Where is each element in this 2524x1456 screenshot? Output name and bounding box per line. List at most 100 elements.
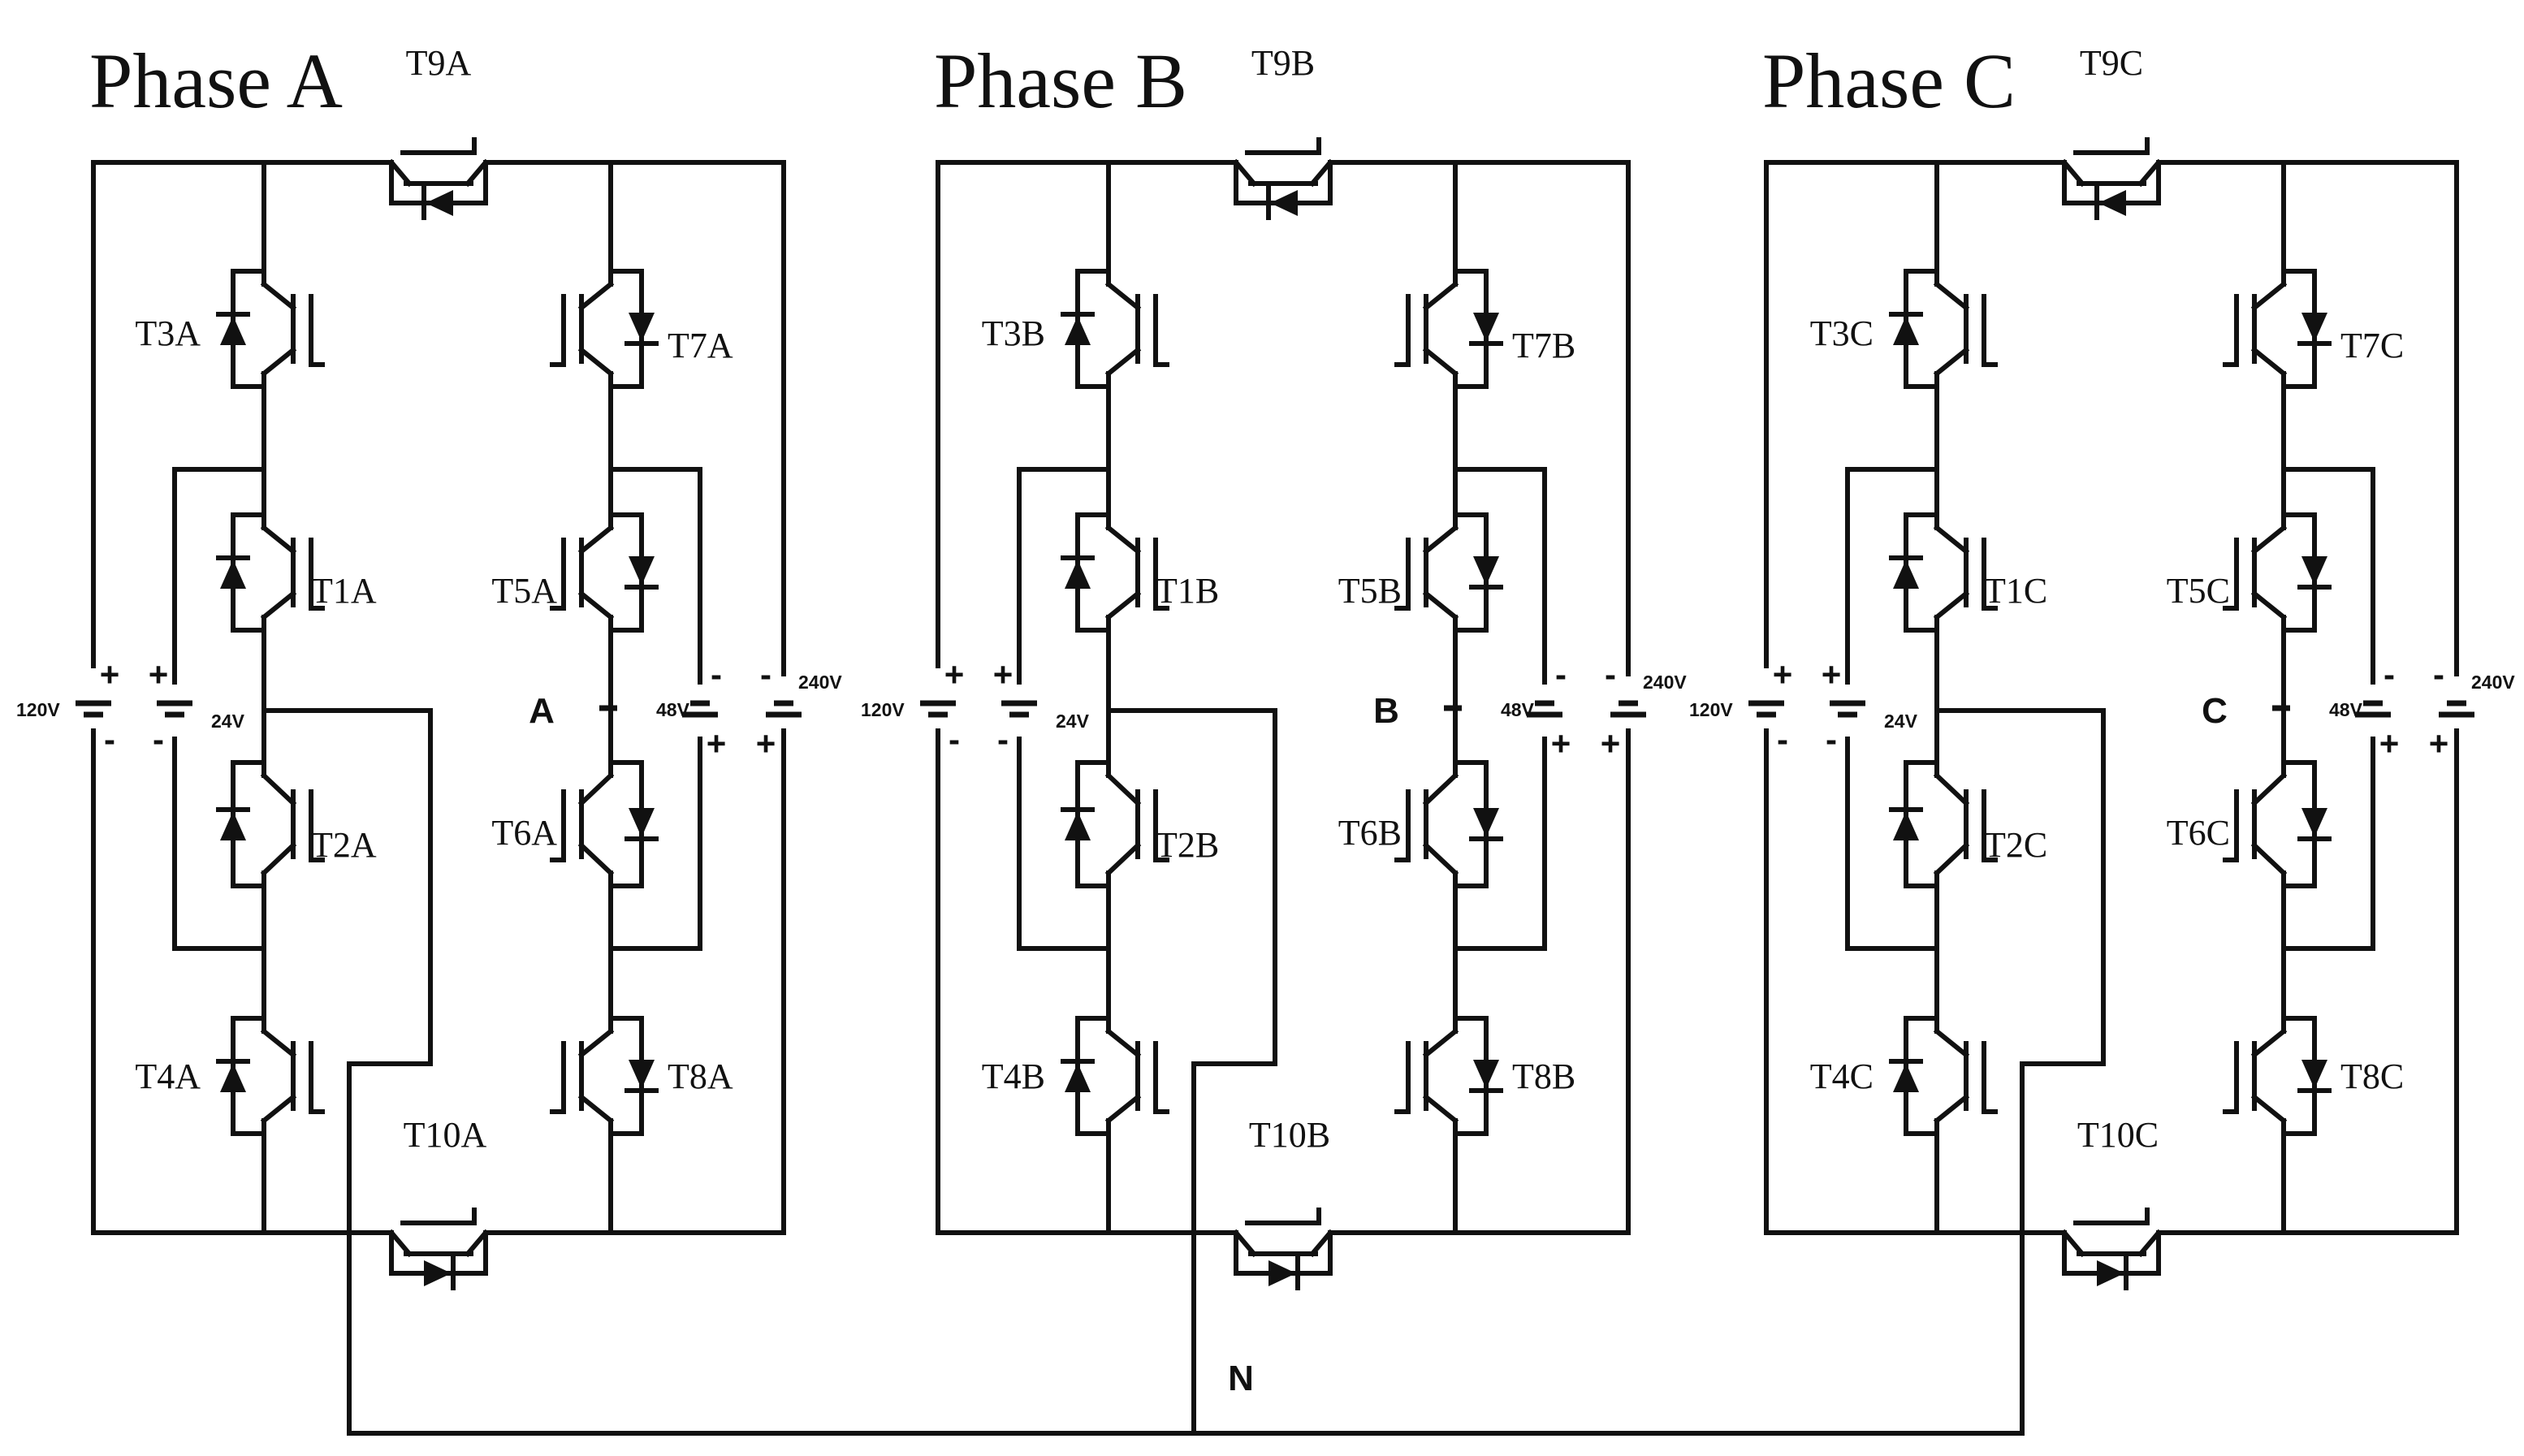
- switch-t5: [550, 501, 659, 644]
- label-t5: T5C: [2167, 571, 2230, 611]
- label-t1: T1C: [1984, 571, 2047, 611]
- emitter-lead: [1933, 841, 1970, 877]
- emitter-lead: [2137, 158, 2163, 188]
- emitter-lead: [1104, 841, 1142, 877]
- emitter-lead: [1308, 1229, 1334, 1258]
- inner-left-loop: [172, 467, 266, 685]
- switch-t2: [1889, 749, 1998, 900]
- diode-icon: [629, 808, 655, 837]
- plus-sign: +: [1773, 655, 1793, 693]
- label-t8: T8A: [668, 1056, 733, 1096]
- emitter-lead: [2250, 841, 2288, 877]
- label-outer-right-voltage: 240V: [2471, 672, 2515, 693]
- switch-t6: [2223, 749, 2332, 900]
- label-t8: T8C: [2340, 1056, 2404, 1096]
- diode-icon: [2301, 556, 2327, 585]
- diode-icon: [1473, 1060, 1499, 1089]
- diode-icon: [629, 313, 655, 342]
- emitter-lead: [1933, 1093, 1970, 1125]
- plus-sign: +: [2429, 724, 2449, 763]
- source-inner-left: [157, 700, 192, 718]
- emitter-lead: [260, 841, 297, 877]
- label-t7: T7B: [1512, 326, 1575, 365]
- neutral-bus-wire: [347, 1230, 2025, 1436]
- diode-icon: [1270, 190, 1298, 216]
- plus-sign: +: [2379, 724, 2400, 763]
- diode-icon: [1473, 808, 1499, 837]
- label-t10: T10A: [404, 1115, 487, 1155]
- switch-t3: [1889, 257, 1998, 400]
- emitter-lead: [1422, 590, 1459, 621]
- minus-sign: -: [1605, 655, 1616, 693]
- phase-title: Phase A: [89, 37, 343, 124]
- minus-sign: -: [1826, 720, 1837, 758]
- diode-icon: [2301, 808, 2327, 837]
- switch-t10: [2060, 1208, 2163, 1290]
- collector-lead: [1933, 1027, 1970, 1059]
- collector-lead: [1422, 524, 1459, 555]
- emitter-lead: [2250, 1093, 2288, 1125]
- label-t8: T8B: [1512, 1056, 1575, 1096]
- source-inner-left: [1001, 700, 1037, 718]
- label-inner-left-voltage: 24V: [1884, 711, 1918, 732]
- source-outer-left: [920, 700, 956, 718]
- minus-sign: -: [153, 720, 164, 758]
- emitter-lead: [1104, 1093, 1142, 1125]
- collector-lead: [577, 524, 615, 555]
- emitter-lead: [1933, 346, 1970, 378]
- switch-t10: [387, 1208, 490, 1290]
- minus-sign: -: [1777, 720, 1788, 758]
- emitter-lead: [577, 346, 615, 378]
- diode-icon: [220, 811, 246, 840]
- minus-sign: -: [997, 720, 1009, 758]
- emitter-lead: [260, 590, 297, 621]
- diode-icon: [1065, 1063, 1091, 1092]
- inner-left-loop: [1845, 737, 1939, 951]
- switch-t5: [2223, 501, 2332, 644]
- emitter-lead: [577, 590, 615, 621]
- minus-sign: -: [104, 720, 115, 758]
- switch-t4: [216, 1005, 325, 1147]
- phase-title: Phase C: [1762, 37, 2016, 124]
- label-t2: T2B: [1156, 825, 1219, 865]
- diode-icon: [1893, 560, 1919, 589]
- source-inner-left: [1830, 700, 1865, 718]
- diode-icon: [629, 556, 655, 585]
- label-t4: T4C: [1810, 1056, 1874, 1096]
- label-t5: T5B: [1338, 571, 1402, 611]
- emitter-lead: [1104, 590, 1142, 621]
- switch-t8: [2223, 1005, 2332, 1147]
- plus-sign: +: [756, 724, 776, 763]
- neutral-label: N: [1228, 1359, 1254, 1398]
- collector-lead: [1933, 524, 1970, 555]
- plus-sign: +: [100, 655, 120, 693]
- phase-title: Phase B: [934, 37, 1187, 124]
- label-outer-left-voltage: 120V: [1689, 699, 1733, 720]
- inner-right-loop: [2281, 737, 2375, 951]
- label-outer-left-voltage: 120V: [861, 699, 905, 720]
- switch-t7: [1394, 257, 1503, 400]
- source-outer-left: [76, 700, 111, 718]
- diode-icon: [426, 190, 453, 216]
- diode-icon: [1065, 560, 1091, 589]
- collector-lead: [1104, 524, 1142, 555]
- label-inner-left-voltage: 24V: [1056, 711, 1090, 732]
- label-t9: T9A: [406, 43, 472, 83]
- switch-t4: [1889, 1005, 1998, 1147]
- switch-t5: [1394, 501, 1503, 644]
- label-t7: T7C: [2340, 326, 2404, 365]
- diode-icon: [1065, 811, 1091, 840]
- neutral-branch: [1934, 708, 2106, 1436]
- switch-t1: [1889, 501, 1998, 644]
- minus-sign: -: [949, 720, 960, 758]
- collector-lead: [260, 1027, 297, 1059]
- label-t2: T2A: [311, 825, 377, 865]
- diode-icon: [424, 1260, 452, 1286]
- diode-icon: [2301, 313, 2327, 342]
- inner-right-loop: [2281, 467, 2375, 685]
- minus-sign: -: [2384, 655, 2395, 693]
- switch-t6: [1394, 749, 1503, 900]
- collector-lead: [2060, 158, 2086, 188]
- plus-sign: +: [944, 655, 965, 693]
